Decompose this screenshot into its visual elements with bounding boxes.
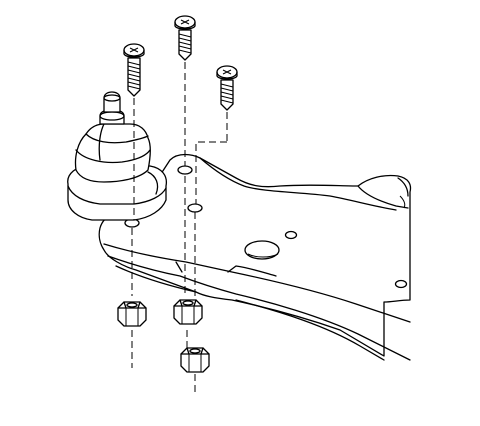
nut-lower — [180, 347, 210, 373]
alignment-lines — [131, 62, 228, 392]
nut-left — [117, 301, 147, 327]
nut-center — [173, 299, 203, 325]
ball-joint — [67, 91, 168, 221]
bolt-center — [174, 15, 196, 61]
bolt-right — [216, 65, 238, 111]
control-arm — [98, 153, 412, 361]
bolt-left — [123, 43, 145, 97]
